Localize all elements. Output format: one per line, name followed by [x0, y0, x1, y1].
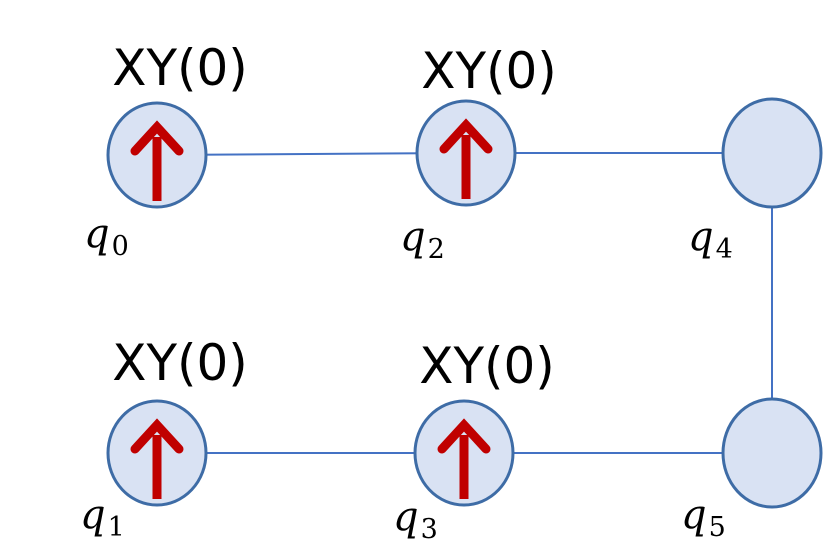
qubit-label-q5: q5	[681, 492, 726, 543]
spin-up-arrow-icon	[130, 120, 184, 201]
qubit-node-q5	[721, 397, 823, 509]
nodes-layer	[106, 97, 823, 509]
qubit-label-q2: q2	[400, 214, 445, 265]
qubit-label-q3: q3	[393, 494, 438, 545]
qubit-circle-q4	[721, 97, 823, 209]
gate-label-q1: XY(0)	[112, 334, 248, 392]
qubit-node-q2	[415, 99, 517, 207]
qubit-label-q4: q4	[688, 214, 733, 265]
gate-label-q2: XY(0)	[421, 42, 557, 100]
edge-q0-q2	[156, 152, 467, 156]
spin-up-arrow-icon	[130, 418, 184, 499]
qubit-node-q4	[721, 97, 823, 209]
qubit-label-q1: q1	[80, 492, 125, 543]
qubit-node-q3	[413, 399, 515, 507]
qubit-label-q0: q0	[84, 211, 129, 262]
spin-up-arrow-icon	[437, 418, 491, 499]
gate-label-q3: XY(0)	[419, 337, 555, 395]
spin-up-arrow-icon	[439, 118, 493, 199]
qubit-circle-q5	[721, 397, 823, 509]
gate-label-q0: XY(0)	[112, 39, 248, 97]
qubit-node-q0	[106, 101, 208, 209]
qubit-node-q1	[106, 399, 208, 507]
